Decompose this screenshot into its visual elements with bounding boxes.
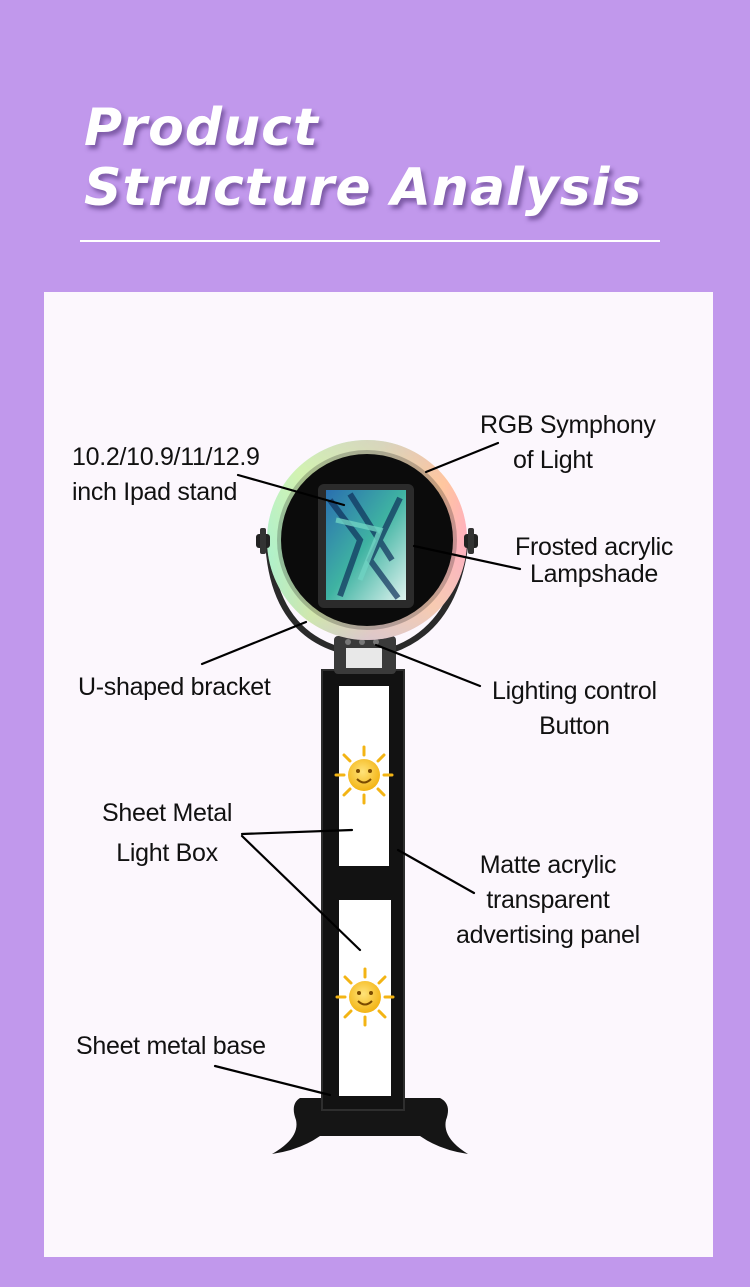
title-line-2: Structure Analysis — [84, 158, 643, 218]
page-title: Product Structure Analysis — [84, 98, 643, 218]
label-base: Sheet metal base — [76, 1032, 266, 1060]
sheet-metal-base — [272, 1098, 468, 1154]
leader-ad-panel — [396, 848, 476, 895]
leader-lighting-button — [374, 643, 482, 688]
sun-icon — [335, 967, 395, 1027]
leader-lampshade — [412, 544, 522, 571]
label-ad-panel: Matte acrylic transparent advertising pa… — [456, 851, 640, 949]
title-line-1: Product — [84, 98, 319, 158]
leader-light-box-top — [240, 828, 354, 836]
label-bracket: U-shaped bracket — [78, 673, 271, 701]
label-lighting-button: Lighting control Button — [492, 677, 657, 740]
label-ipad-stand: 10.2/10.9/11/12.9 inch Ipad stand — [72, 443, 260, 506]
label-rgb-light: RGB Symphony of Light — [480, 411, 656, 474]
title-divider — [80, 240, 660, 242]
knob-icon — [256, 528, 478, 554]
label-light-box: Sheet Metal Light Box — [102, 799, 233, 867]
leader-light-box-bottom — [240, 834, 362, 952]
leader-base — [213, 1064, 332, 1097]
sun-icon — [334, 745, 394, 805]
leader-rgb-light — [424, 441, 500, 474]
leader-bracket — [200, 620, 308, 666]
label-lampshade: Frosted acrylic Lampshade — [515, 533, 674, 588]
leader-ipad-stand — [236, 473, 346, 507]
